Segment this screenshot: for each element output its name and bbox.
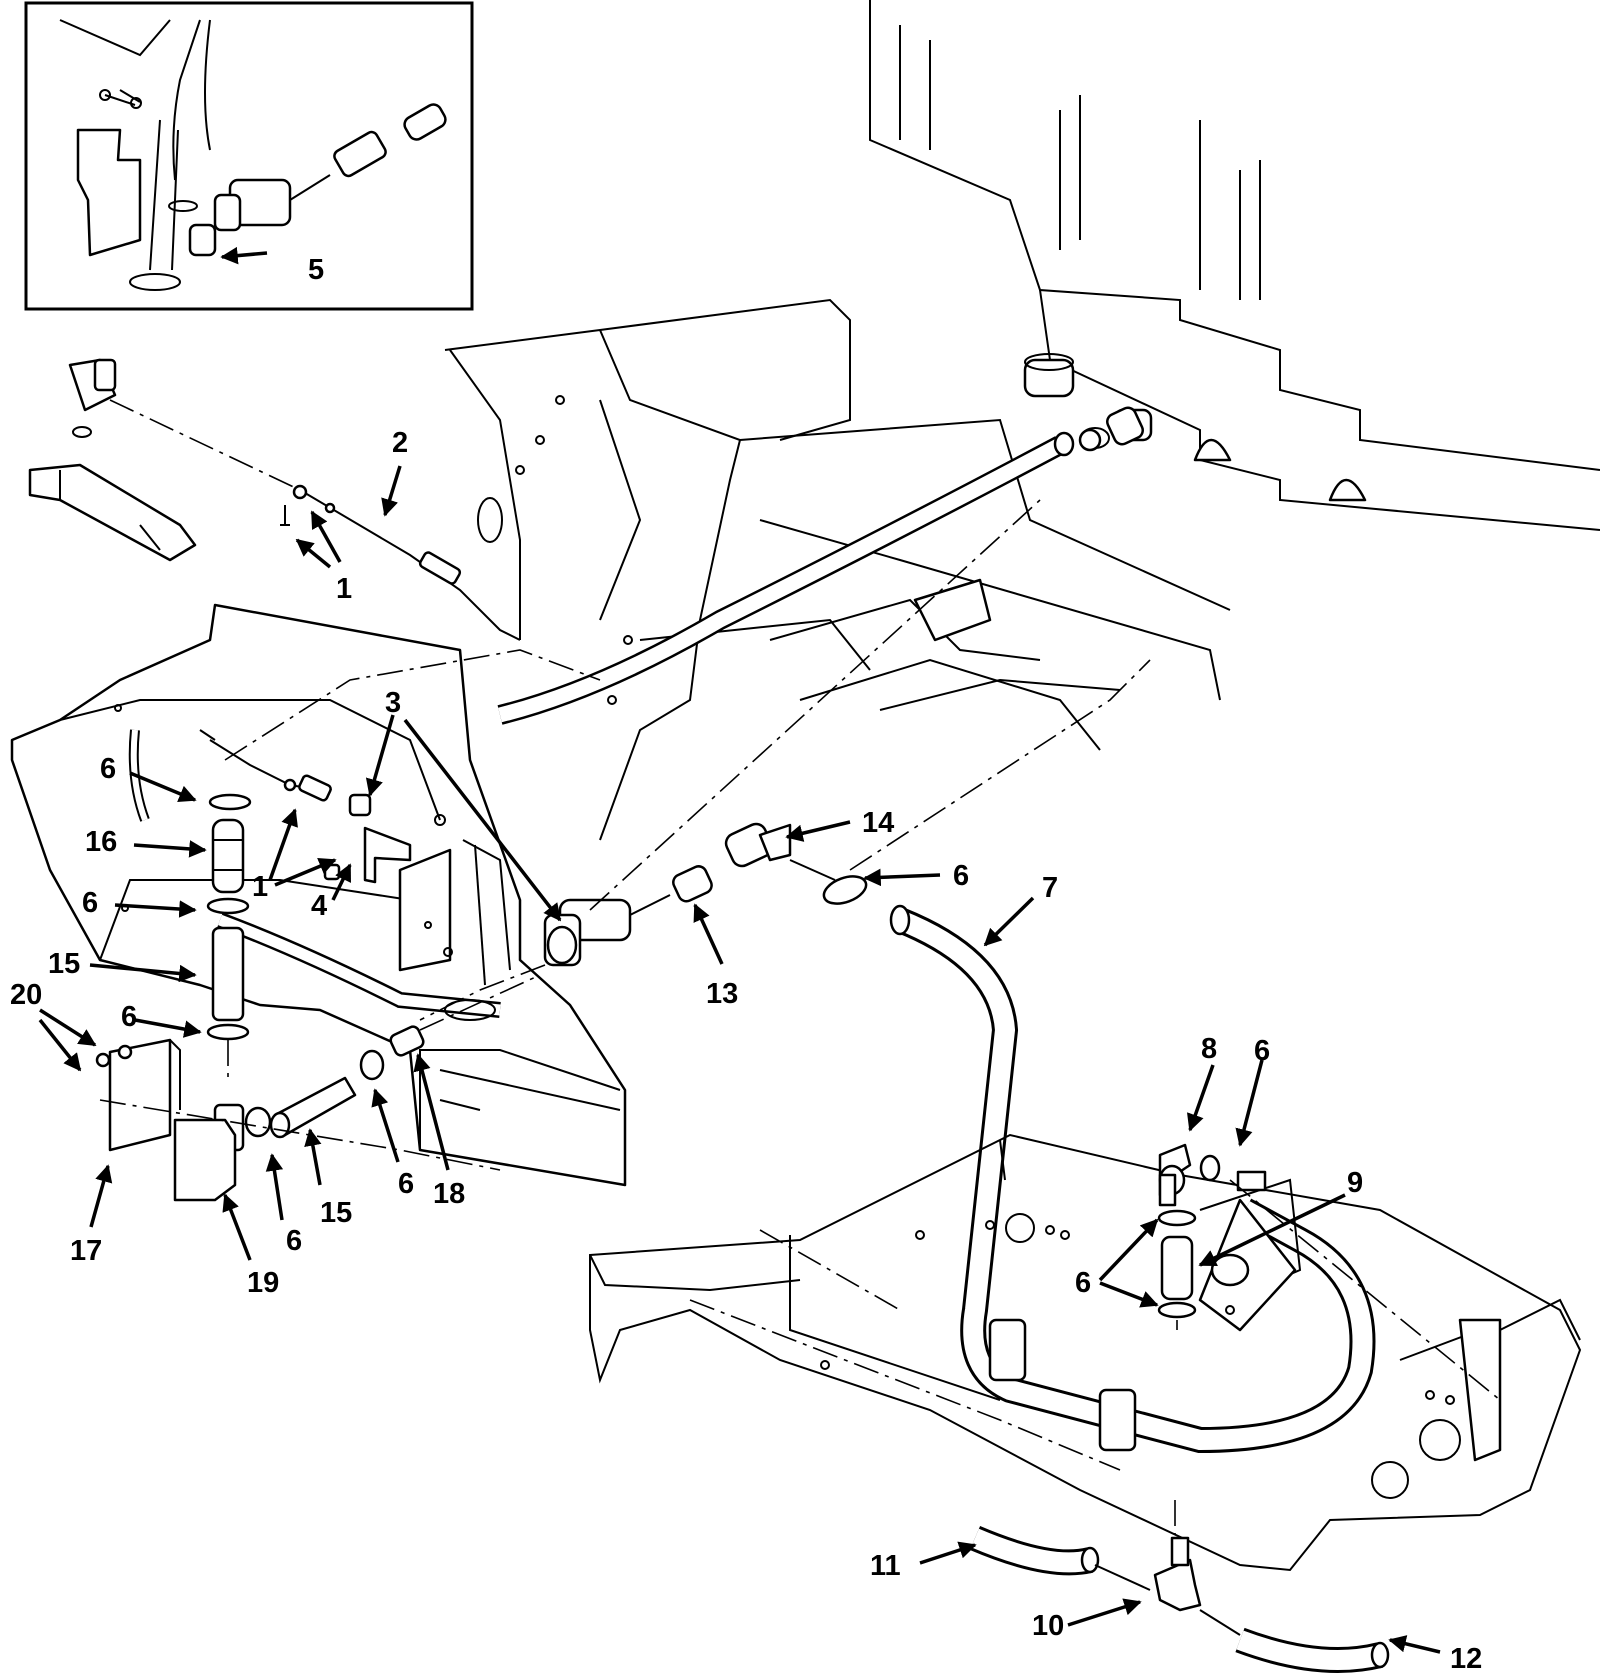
throttle-cable xyxy=(28,358,521,641)
bottom-fittings xyxy=(969,1500,1390,1673)
bracket-4 xyxy=(348,793,511,986)
pipe-7 xyxy=(889,904,1376,1454)
long-hose xyxy=(497,406,1144,725)
callout-10: 10 xyxy=(1032,1610,1064,1642)
callout-4: 4 xyxy=(311,890,327,922)
callout-6c: 6 xyxy=(121,1001,137,1033)
engine-frame xyxy=(869,0,1600,531)
callout-9: 9 xyxy=(1347,1167,1363,1199)
main-frame xyxy=(444,298,1231,841)
callout-6a: 6 xyxy=(100,753,116,785)
callout-5: 5 xyxy=(308,254,324,286)
hose-stack xyxy=(95,729,541,1202)
callout-2: 2 xyxy=(392,427,408,459)
valve-assembly xyxy=(419,822,868,1021)
callout-15b: 15 xyxy=(320,1197,352,1229)
callout-7: 7 xyxy=(1042,872,1058,904)
callout-16: 16 xyxy=(85,826,117,858)
callout-6g: 6 xyxy=(1254,1035,1270,1067)
callout-6e: 6 xyxy=(398,1168,414,1200)
callout-11: 11 xyxy=(870,1550,901,1582)
leader-arrows xyxy=(38,246,1441,1654)
callout-1b: 1 xyxy=(252,871,268,903)
callout-17: 17 xyxy=(70,1235,102,1267)
callout-14: 14 xyxy=(862,807,894,839)
centerlines xyxy=(99,499,1501,1471)
callout-3: 3 xyxy=(385,687,401,719)
callout-13: 13 xyxy=(706,978,738,1010)
left-housing xyxy=(10,603,627,1187)
callout-19: 19 xyxy=(247,1267,279,1299)
right-fittings xyxy=(1157,1143,1267,1330)
callout-8: 8 xyxy=(1201,1033,1217,1065)
callout-15a: 15 xyxy=(48,948,80,980)
callout-12: 12 xyxy=(1450,1643,1482,1675)
callout-labels: 5 2 1 3 6 16 1 4 6 15 20 6 17 19 6 15 6 … xyxy=(10,254,1482,1675)
right-deck xyxy=(589,1133,1582,1572)
callout-1a: 1 xyxy=(336,573,352,605)
callout-20: 20 xyxy=(10,979,42,1011)
callout-6d: 6 xyxy=(286,1225,302,1257)
callout-6f: 6 xyxy=(953,860,969,892)
callout-6h: 6 xyxy=(1075,1267,1091,1299)
callout-18: 18 xyxy=(433,1178,465,1210)
inset-detail xyxy=(24,1,474,311)
callout-6b: 6 xyxy=(82,887,98,919)
